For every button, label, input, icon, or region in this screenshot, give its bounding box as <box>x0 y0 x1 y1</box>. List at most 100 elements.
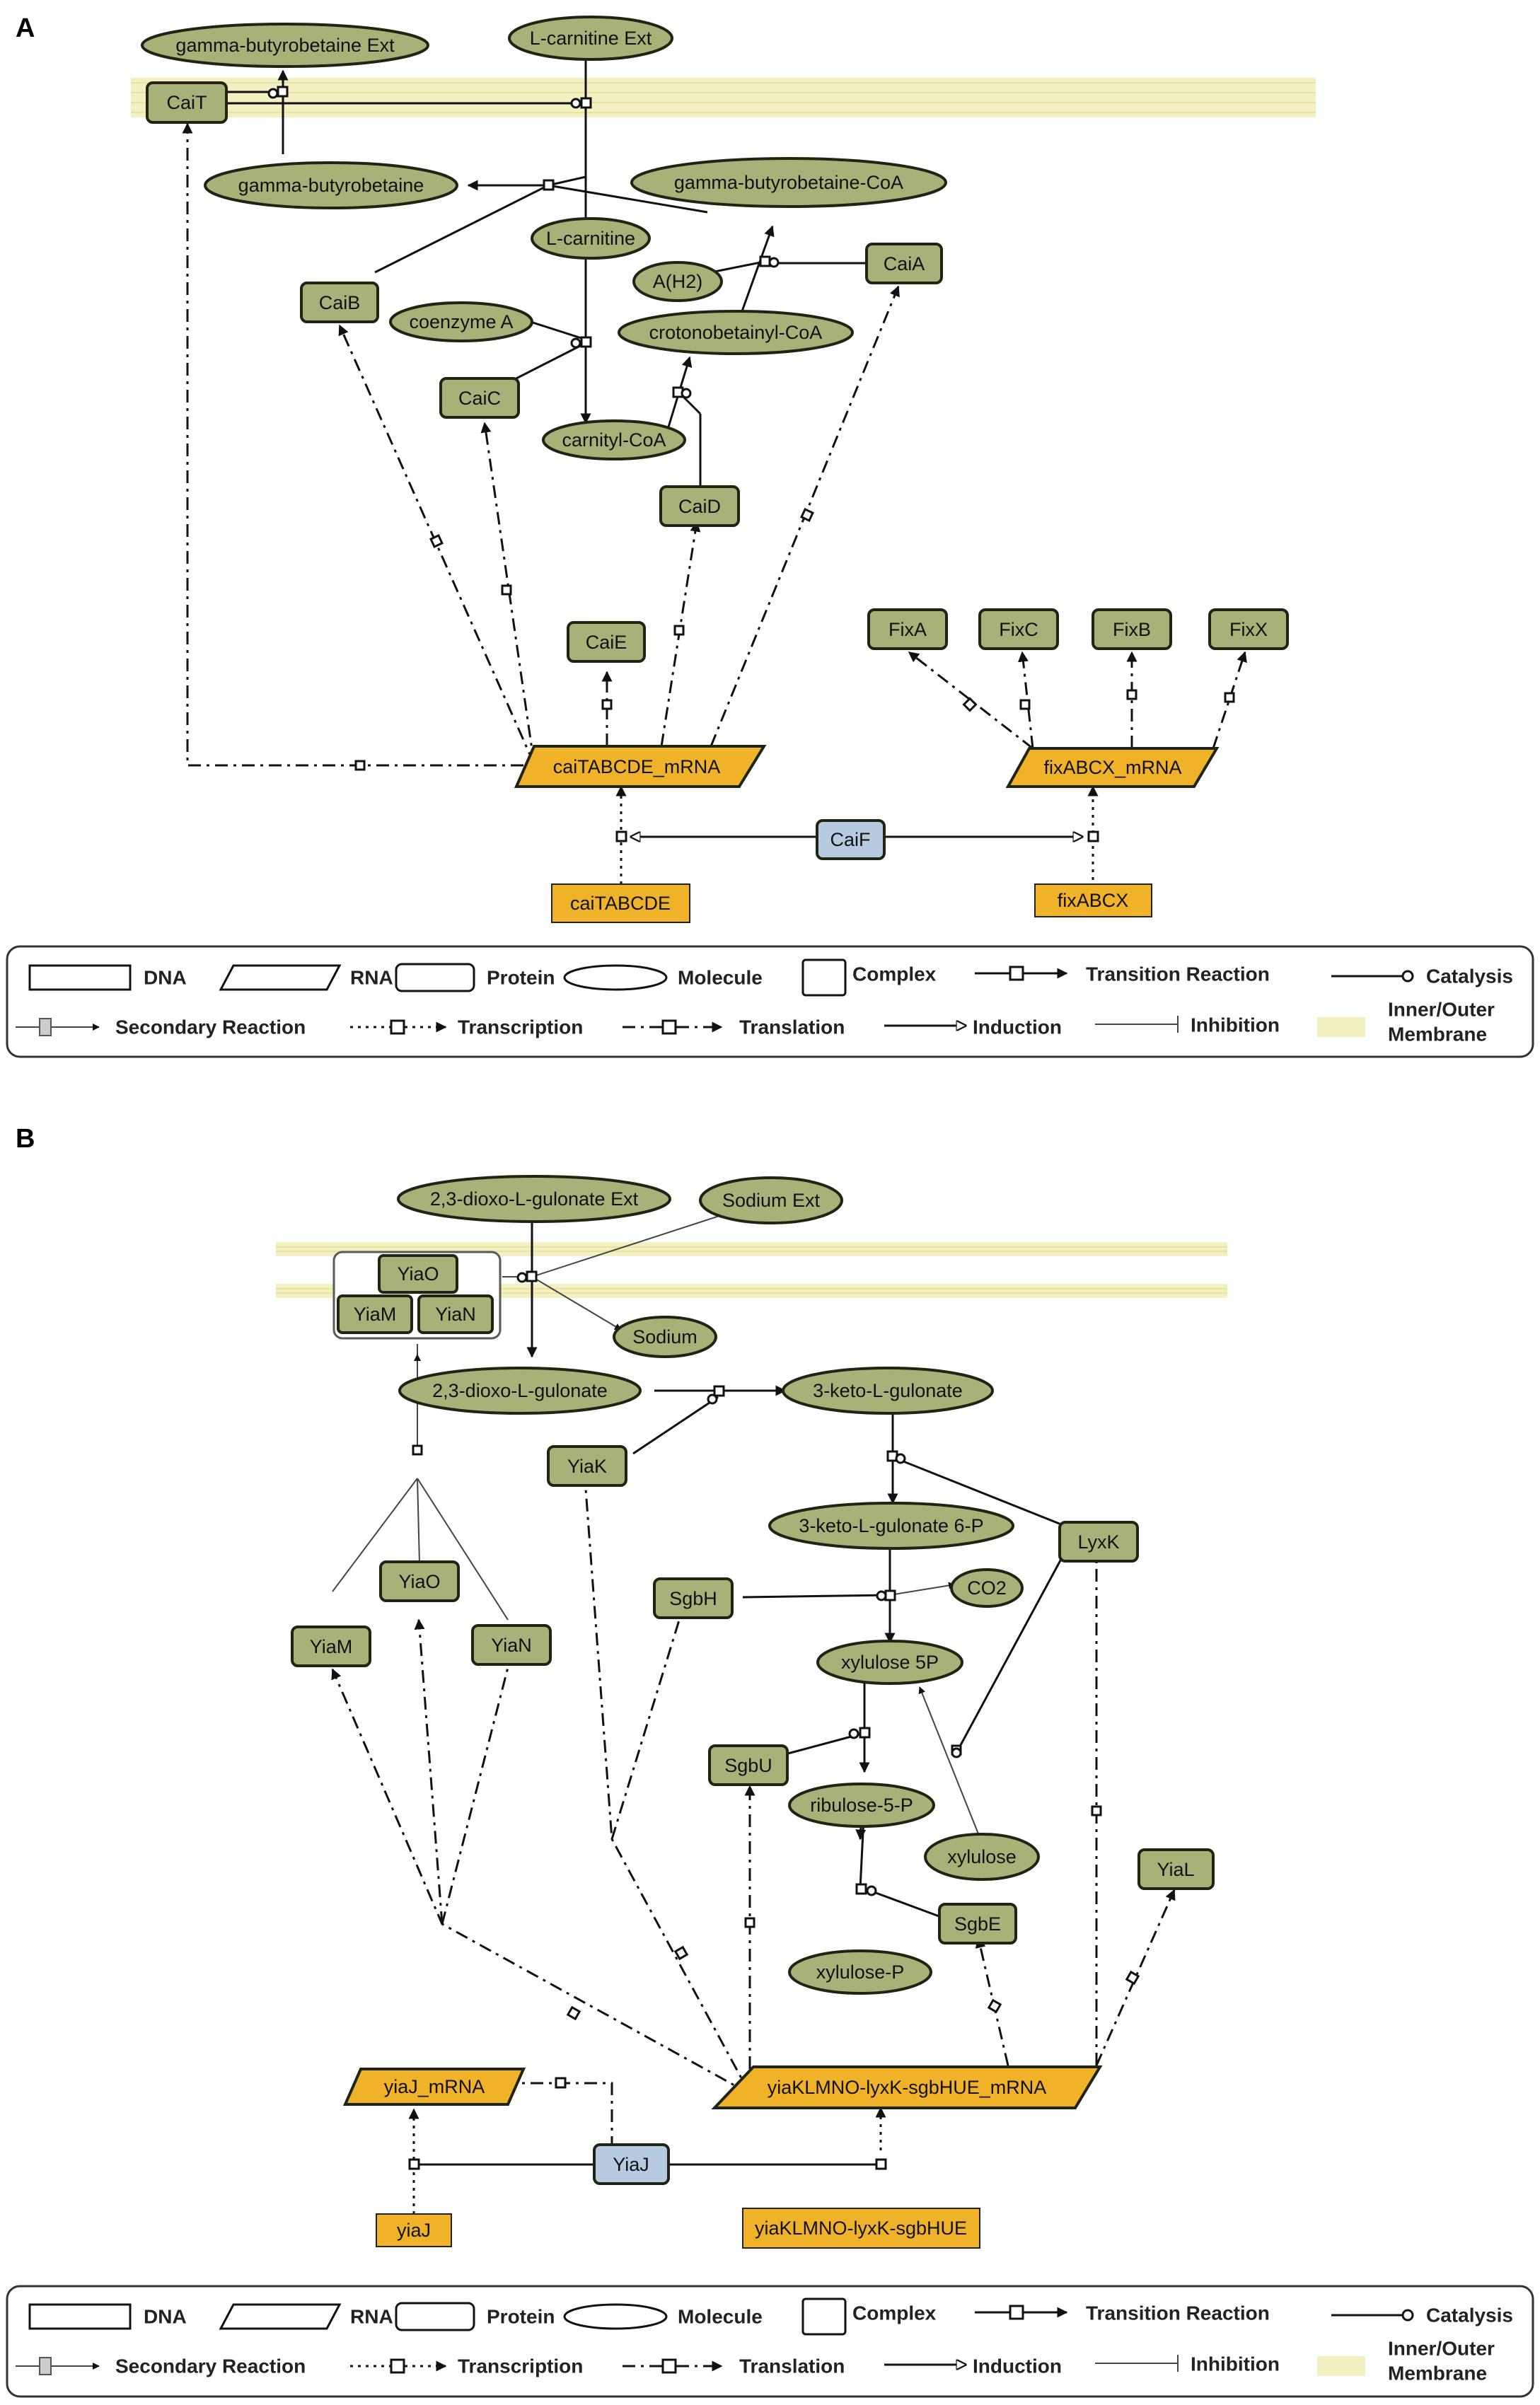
rna-yiaj-mrna[interactable]: yiaJ_mRNA <box>342 2068 526 2106</box>
svg-text:3-keto-L-gulonate 6-P: 3-keto-L-gulonate 6-P <box>799 1515 983 1536</box>
legend-a: DNA RNA Protein Molecule Complex Transit… <box>6 945 1534 1058</box>
protein-sgbe[interactable]: SgbE <box>938 1903 1017 1945</box>
svg-text:DNA: DNA <box>144 967 187 989</box>
protein-sgbu[interactable]: SgbU <box>708 1744 789 1786</box>
svg-text:FixX: FixX <box>1229 619 1268 640</box>
svg-text:RNA: RNA <box>350 2306 393 2328</box>
molecule-l-carnitine[interactable]: L-carnitine <box>531 217 651 260</box>
protein-fixc[interactable]: FixC <box>978 608 1059 650</box>
svg-text:DNA: DNA <box>144 2306 187 2328</box>
svg-text:CaiT: CaiT <box>166 92 207 113</box>
dna-fixabcx[interactable]: fixABCX <box>1034 883 1152 917</box>
svg-text:Transcription: Transcription <box>458 2355 583 2377</box>
svg-text:CaiF: CaiF <box>830 829 870 850</box>
svg-text:fixABCX: fixABCX <box>1058 890 1129 911</box>
molecule-ah2[interactable]: A(H2) <box>632 261 723 302</box>
protein-yiam[interactable]: YiaM <box>291 1625 371 1667</box>
molecule-dioxo-gulonate[interactable]: 2,3-dioxo-L-gulonate <box>398 1367 642 1415</box>
svg-text:FixA: FixA <box>888 619 927 640</box>
svg-text:Membrane: Membrane <box>1388 2363 1487 2384</box>
svg-text:Inner/Outer: Inner/Outer <box>1388 2338 1495 2360</box>
svg-text:Induction: Induction <box>973 1016 1062 1038</box>
svg-text:Secondary Reaction: Secondary Reaction <box>115 1016 306 1038</box>
svg-text:Complex: Complex <box>852 2302 937 2324</box>
nodes-b: 2,3-dioxo-L-gulonate Ext Sodium Ext YiaO… <box>291 1175 1215 2249</box>
protein-fixa[interactable]: FixA <box>867 608 948 650</box>
svg-text:Catalysis: Catalysis <box>1426 2305 1513 2326</box>
svg-text:Inhibition: Inhibition <box>1191 1014 1280 1036</box>
molecule-3-keto-gulonate[interactable]: 3-keto-L-gulonate <box>782 1367 994 1415</box>
protein-lyxk[interactable]: LyxK <box>1058 1521 1139 1563</box>
protein-yiak[interactable]: YiaK <box>547 1445 627 1487</box>
regulator-caif[interactable]: CaiF <box>816 819 886 860</box>
svg-text:carnityl-CoA: carnityl-CoA <box>562 429 666 451</box>
molecule-gamma-butyrobetaine-coa[interactable]: gamma-butyrobetaine-CoA <box>630 157 947 208</box>
svg-text:YiaM: YiaM <box>310 1636 353 1657</box>
molecule-crotonobetainyl-coa[interactable]: crotonobetainyl-CoA <box>618 310 854 355</box>
protein-sgbh[interactable]: SgbH <box>653 1577 734 1619</box>
svg-text:Translation: Translation <box>739 1016 845 1038</box>
svg-text:YiaK: YiaK <box>567 1456 607 1477</box>
molecule-sodium[interactable]: Sodium <box>613 1316 717 1358</box>
molecule-carnityl-coa[interactable]: carnityl-CoA <box>542 419 686 460</box>
protein-caib[interactable]: CaiB <box>300 282 379 323</box>
protein-yiao[interactable]: YiaO <box>379 1560 460 1602</box>
rna-fixabcx-mrna[interactable]: fixABCX_mRNA <box>1005 747 1220 788</box>
molecule-xylulose-p[interactable]: xylulose-P <box>788 1949 932 1995</box>
protein-caie[interactable]: CaiE <box>567 621 646 663</box>
svg-text:CaiA: CaiA <box>884 253 925 274</box>
molecule-dioxo-gulonate-ext[interactable]: 2,3-dioxo-L-gulonate Ext <box>397 1175 671 1223</box>
molecule-3-keto-gulonate-6p[interactable]: 3-keto-L-gulonate 6-P <box>768 1502 1014 1550</box>
svg-text:yiaKLMNO-lyxK-sgbHUE: yiaKLMNO-lyxK-sgbHUE <box>755 2218 967 2239</box>
svg-text:3-keto-L-gulonate: 3-keto-L-gulonate <box>813 1380 963 1401</box>
rna-caitabcde-mrna[interactable]: caiTABCDE_mRNA <box>514 745 767 788</box>
protein-yian[interactable]: YiaN <box>471 1624 552 1666</box>
svg-text:LyxK: LyxK <box>1077 1531 1119 1553</box>
svg-text:fixABCX_mRNA: fixABCX_mRNA <box>1043 757 1181 778</box>
svg-text:FixC: FixC <box>999 619 1038 640</box>
svg-text:SgbE: SgbE <box>954 1913 1001 1935</box>
molecule-ribulose-5-p[interactable]: ribulose-5-P <box>788 1783 935 1828</box>
panel-b-label: B <box>16 1124 35 1154</box>
dna-caitabcde[interactable]: caiTABCDE <box>551 883 690 923</box>
protein-fixb[interactable]: FixB <box>1092 608 1172 650</box>
svg-text:Complex: Complex <box>852 963 937 985</box>
svg-text:CaiD: CaiD <box>678 496 721 517</box>
svg-text:coenzyme A: coenzyme A <box>409 311 513 332</box>
svg-text:yiaJ: yiaJ <box>397 2220 431 2241</box>
protein-yial[interactable]: YiaL <box>1137 1848 1215 1890</box>
regulator-yiaj[interactable]: YiaJ <box>593 2143 670 2185</box>
protein-caia[interactable]: CaiA <box>865 243 943 284</box>
svg-text:ribulose-5-P: ribulose-5-P <box>810 1795 913 1816</box>
svg-text:Transition Reaction: Transition Reaction <box>1086 963 1270 985</box>
svg-text:CaiE: CaiE <box>586 632 627 653</box>
svg-text:Sodium: Sodium <box>632 1326 697 1348</box>
molecule-l-carnitine-ext[interactable]: L-carnitine Ext <box>508 16 673 61</box>
dna-yia-operon[interactable]: yiaKLMNO-lyxK-sgbHUE <box>742 2208 980 2249</box>
protein-yian-complex: YiaN <box>417 1294 494 1334</box>
molecule-co2[interactable]: CO2 <box>950 1568 1024 1608</box>
molecule-gamma-butyrobetaine[interactable]: gamma-butyrobetaine <box>204 161 458 209</box>
protein-caid[interactable]: CaiD <box>659 485 740 527</box>
protein-caic[interactable]: CaiC <box>439 377 520 419</box>
svg-text:Inhibition: Inhibition <box>1191 2353 1280 2375</box>
svg-text:gamma-butyrobetaine-CoA: gamma-butyrobetaine-CoA <box>674 172 903 193</box>
svg-text:caiTABCDE_mRNA: caiTABCDE_mRNA <box>553 756 721 777</box>
dna-yiaj[interactable]: yiaJ <box>376 2213 452 2247</box>
complex-yiamno[interactable]: YiaO YiaM YiaN <box>332 1251 502 1340</box>
svg-text:Transition Reaction: Transition Reaction <box>1086 2302 1270 2324</box>
molecule-sodium-ext[interactable]: Sodium Ext <box>699 1176 843 1224</box>
protein-cait[interactable]: CaiT <box>146 81 228 124</box>
svg-text:YiaN: YiaN <box>491 1635 532 1656</box>
svg-text:YiaM: YiaM <box>354 1304 397 1325</box>
molecule-coenzyme-a[interactable]: coenzyme A <box>389 301 533 342</box>
protein-fixx[interactable]: FixX <box>1208 608 1289 650</box>
svg-text:gamma-butyrobetaine: gamma-butyrobetaine <box>238 175 424 196</box>
molecule-xylulose-5p[interactable]: xylulose 5P <box>816 1640 963 1685</box>
svg-text:CO2: CO2 <box>967 1577 1007 1599</box>
molecule-gamma-butyrobetaine-ext[interactable]: gamma-butyrobetaine Ext <box>141 23 429 68</box>
svg-text:2,3-dioxo-L-gulonate Ext: 2,3-dioxo-L-gulonate Ext <box>430 1188 639 1210</box>
rna-yia-operon-mrna[interactable]: yiaKLMNO-lyxK-sgbHUE_mRNA <box>711 2065 1103 2109</box>
svg-text:Molecule: Molecule <box>678 2306 763 2328</box>
molecule-xylulose[interactable]: xylulose <box>924 1833 1040 1881</box>
